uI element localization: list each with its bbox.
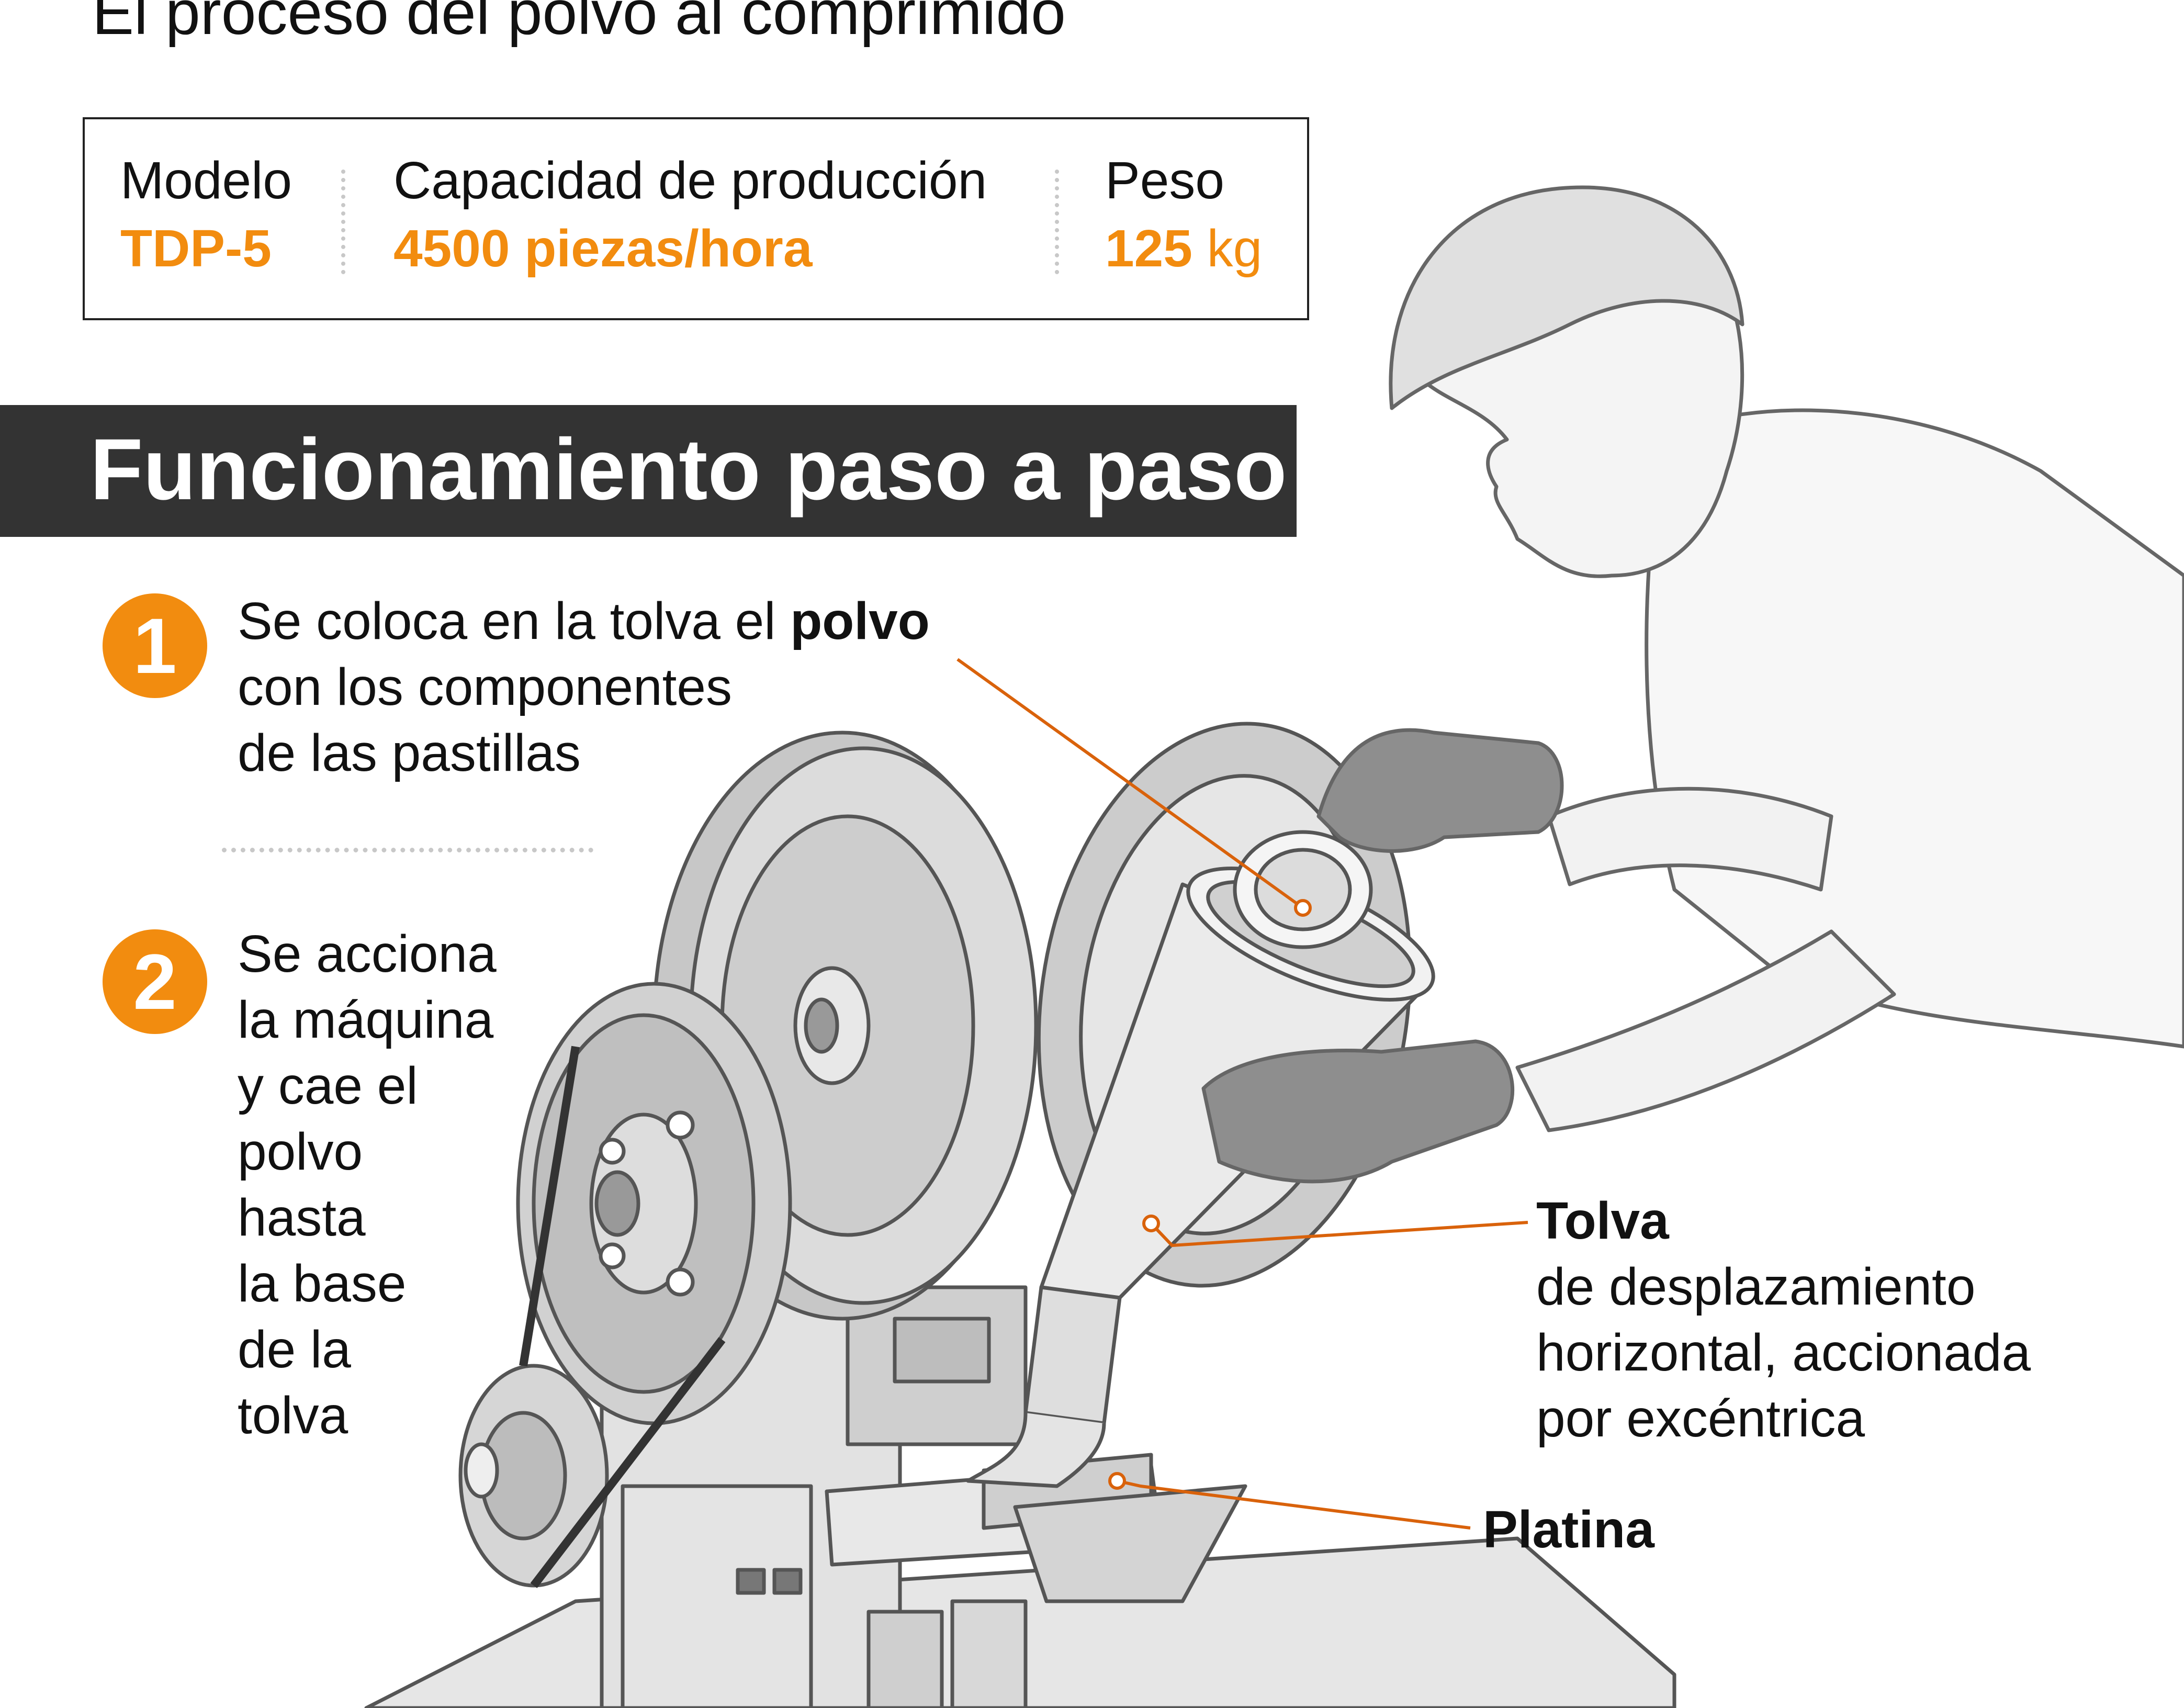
spec-capacity: Capacidad de producción 4500 piezas/hora: [393, 147, 987, 283]
step-2-number: 2: [103, 929, 207, 1034]
spec-separator: [341, 170, 345, 274]
step-1-text-bold: polvo: [790, 592, 930, 650]
step-1-line: con los componentes: [238, 658, 733, 716]
callout-tolva: Tolva de desplazamiento horizontal, acci…: [1536, 1188, 2031, 1452]
step-2-line: tolva: [238, 1386, 348, 1445]
spec-capacity-label: Capacidad de producción: [393, 151, 987, 210]
spec-model-label: Modelo: [120, 151, 292, 210]
spec-box: Modelo TDP-5 Capacidad de producción 450…: [83, 117, 1309, 320]
step-1-line-1: Se coloca en la tolva el polvo: [238, 588, 930, 654]
section-banner: Funcionamiento paso a paso: [0, 405, 1297, 537]
step-2-line: de la: [238, 1320, 351, 1379]
step-1-number: 1: [103, 593, 207, 698]
spec-capacity-value: 4500 piezas/hora: [393, 219, 813, 278]
step-2-line: la base: [238, 1254, 407, 1313]
leader-line-tolva: [1150, 1221, 1528, 1248]
step-2-line: Se acciona: [238, 925, 497, 983]
spec-weight: Peso 125 kg: [1105, 147, 1262, 283]
spec-separator: [1055, 170, 1059, 274]
step-2-line: polvo: [238, 1122, 363, 1181]
section-title: Funcionamiento paso a paso: [90, 421, 1287, 518]
callout-tolva-line: de desplazamiento: [1536, 1257, 1976, 1316]
callout-platina-title: Platina: [1483, 1500, 1654, 1559]
callout-tolva-title: Tolva: [1536, 1192, 1669, 1250]
callout-tolva-line: por excéntrica: [1536, 1389, 1865, 1448]
step-1-line: de las pastillas: [238, 724, 581, 782]
spec-weight-number: 125: [1105, 219, 1192, 278]
callout-tolva-line: horizontal, accionada: [1536, 1323, 2031, 1382]
step-2-line: la máquina: [238, 991, 494, 1049]
callout-tolva-desc: de desplazamiento horizontal, accionada …: [1536, 1254, 2031, 1452]
spec-model: Modelo TDP-5: [120, 147, 292, 283]
worker-illustration: [1201, 185, 2184, 1184]
spec-model-value: TDP-5: [120, 219, 272, 278]
spec-weight-value: 125 kg: [1105, 215, 1262, 283]
step-2-line: y cae el: [238, 1057, 418, 1115]
step-2-text: Se acciona la máquina y cae el polvo has…: [238, 921, 497, 1448]
spec-weight-label: Peso: [1105, 151, 1224, 210]
step-2-line: hasta: [238, 1188, 366, 1247]
step-divider: [222, 848, 593, 852]
leader-line-polvo: [956, 658, 1304, 909]
step-1-text-before: Se coloca en la tolva el: [238, 592, 791, 650]
step-1-text: Se coloca en la tolva el polvo con los c…: [238, 588, 930, 786]
spec-weight-unit: kg: [1207, 219, 1263, 278]
page-title: El proceso del polvo al comprimido: [92, 0, 1066, 48]
